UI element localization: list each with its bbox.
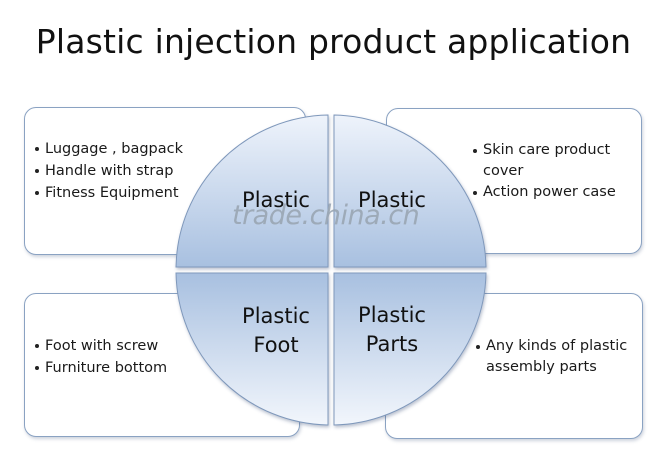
quadrant-label-top-left: Plastic [216,186,336,215]
list-item: Handle with strap [33,160,233,182]
page-title: Plastic injection product application [35,22,632,61]
quadrant-label-bottom-left: Plastic Foot [216,302,336,360]
quadrant-bottom-left [175,272,329,426]
list-item: Foot with screw [33,335,203,357]
list-item: Skin care product cover [471,140,636,182]
quadrant-label-line: Plastic [242,188,310,212]
quadrant-label-line: Parts [365,332,419,356]
list-item: Furniture bottom [33,357,203,379]
list-item: Luggage , bagpack [33,138,233,160]
quadrant-top-left [175,114,329,268]
application-list-top-right: Skin care product cover Action power cas… [471,140,636,203]
quadrant-label-bottom-right: Plastic Parts [332,301,452,359]
list-item: Action power case [471,182,636,203]
list-item: Fitness Equipment [33,182,233,204]
quadrant-label-line: Plastic [358,188,426,212]
list-item: Any kinds of plastic assembly parts [474,336,639,378]
quadrant-label-line: Plastic [242,304,310,328]
quadrant-top-right [333,114,487,268]
quadrant-label-line: Foot [253,333,299,357]
application-list-bottom-right: Any kinds of plastic assembly parts [474,336,639,378]
quadrant-label-top-right: Plastic [332,186,452,215]
application-list-top-left: Luggage , bagpack Handle with strap Fitn… [33,138,233,204]
quadrant-bottom-right [333,272,487,426]
watermark: trade.china.cn [232,200,420,231]
quadrant-label-line: Plastic [358,303,426,327]
application-list-bottom-left: Foot with screw Furniture bottom [33,335,203,379]
